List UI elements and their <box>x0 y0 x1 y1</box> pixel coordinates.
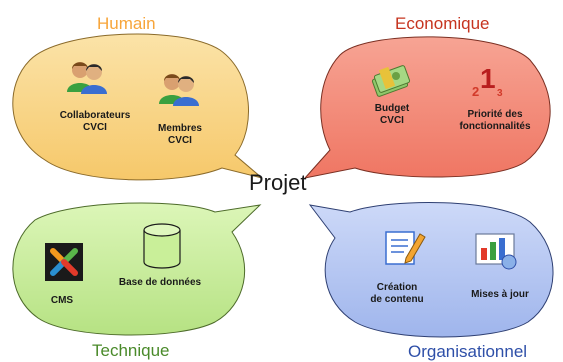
item-line: Création <box>376 282 418 293</box>
center-title: Projet <box>249 170 307 195</box>
economique-label: Economique <box>395 14 490 33</box>
priority-number-1: 1 <box>480 63 496 94</box>
money-stack-icon <box>371 65 411 97</box>
item-line: Priorité des <box>467 109 523 120</box>
item-line: CVCI <box>380 115 404 126</box>
item-creation-de-contenu: Création de contenu <box>352 282 442 306</box>
item-line: de contenu <box>370 294 424 305</box>
joomla-cms-icon <box>45 243 83 281</box>
priority-number-2: 2 <box>472 84 479 99</box>
organisationnel-label: Organisationnel <box>408 342 528 361</box>
item-line: CVCI <box>168 135 192 146</box>
organisationnel-bubble <box>308 202 554 338</box>
technique-label: Technique <box>92 341 170 360</box>
document-pencil-icon <box>385 231 426 265</box>
humain-bubble <box>12 33 263 181</box>
item-line: fonctionnalités <box>459 121 531 132</box>
economique-bubble <box>303 36 551 179</box>
item-membres-cvci: Membres CVCI <box>150 123 210 147</box>
item-line: Base de données <box>118 277 202 288</box>
update-chart-icon <box>475 233 517 270</box>
item-line: Budget <box>374 103 410 114</box>
item-line: CMS <box>50 295 74 306</box>
item-line: Collaborateurs <box>59 110 131 121</box>
humain-label: Humain <box>97 14 156 33</box>
priority-numbers-icon: 2 1 3 <box>472 63 503 99</box>
item-cms: CMS <box>42 295 82 307</box>
people-icon <box>67 62 107 94</box>
item-priorite-fonctionnalites: Priorité des fonctionnalités <box>440 109 550 133</box>
item-budget-cvci: Budget CVCI <box>362 103 422 127</box>
priority-number-3: 3 <box>497 88 503 99</box>
item-mises-a-jour: Mises à jour <box>455 289 545 301</box>
database-cylinder-icon <box>143 223 181 269</box>
item-line: Membres <box>158 123 202 134</box>
item-line: Mises à jour <box>471 289 529 300</box>
item-base-de-donnees: Base de données <box>105 277 215 289</box>
technique-bubble <box>12 202 262 336</box>
item-collaborateurs-cvci: Collaborateurs CVCI <box>50 110 140 134</box>
item-line: CVCI <box>83 122 107 133</box>
people-icon <box>159 74 199 106</box>
